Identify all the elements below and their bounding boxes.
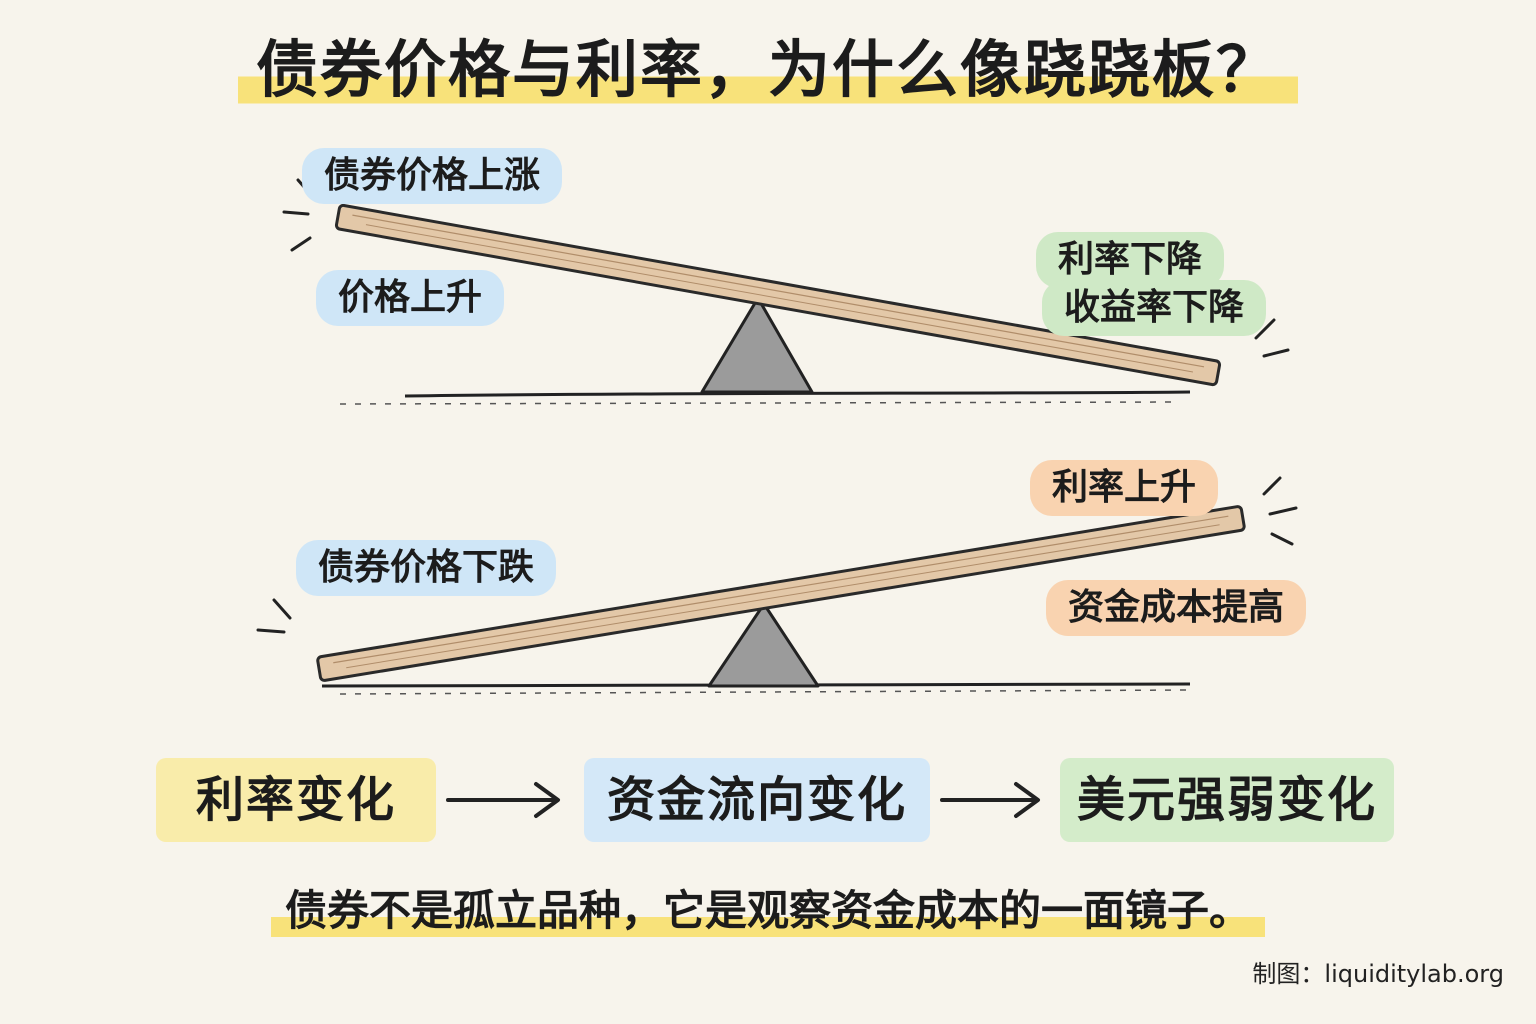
label-bond-price-down: 债券价格下跌 — [296, 540, 557, 596]
motion-marks-bottom-left — [256, 598, 292, 634]
label-price-rise: 价格上升 — [316, 270, 505, 326]
page-title: 债券价格与利率，为什么像跷跷板？ — [237, 30, 1298, 110]
flow-step-rate-change: 利率变化 — [156, 758, 436, 842]
ground-top — [339, 390, 1191, 405]
label-funding-cost-up: 资金成本提高 — [1046, 580, 1307, 636]
ground-bottom — [321, 682, 1191, 695]
label-rate-up: 利率上升 — [1030, 460, 1219, 516]
conclusion-text: 债券不是孤立品种，它是观察资金成本的一面镜子。 — [270, 880, 1265, 942]
fulcrum-top — [700, 296, 814, 394]
flow-step-dollar-strength-change: 美元强弱变化 — [1060, 758, 1394, 842]
flow-arrow-1 — [446, 782, 560, 818]
motion-marks-top-right — [1254, 318, 1290, 358]
credit-text: 制图：liquiditylab.org — [1252, 960, 1504, 988]
flow-step-capital-flow-change: 资金流向变化 — [584, 758, 930, 842]
plank-top — [334, 203, 1222, 387]
conclusion-container: 债券不是孤立品种，它是观察资金成本的一面镜子。 — [0, 880, 1536, 942]
plank-bottom — [316, 505, 1246, 682]
seesaw-bottom — [256, 476, 1298, 695]
motion-marks-bottom-right — [1262, 476, 1298, 546]
fulcrum-bottom — [707, 602, 820, 688]
label-yield-down: 收益率下降 — [1042, 280, 1267, 336]
title-container: 债券价格与利率，为什么像跷跷板？ — [0, 30, 1536, 110]
flow-arrow-2 — [940, 782, 1040, 818]
label-bond-price-up: 债券价格上涨 — [302, 148, 563, 204]
seesaw-top — [282, 178, 1290, 405]
label-rate-down: 利率下降 — [1036, 232, 1225, 288]
